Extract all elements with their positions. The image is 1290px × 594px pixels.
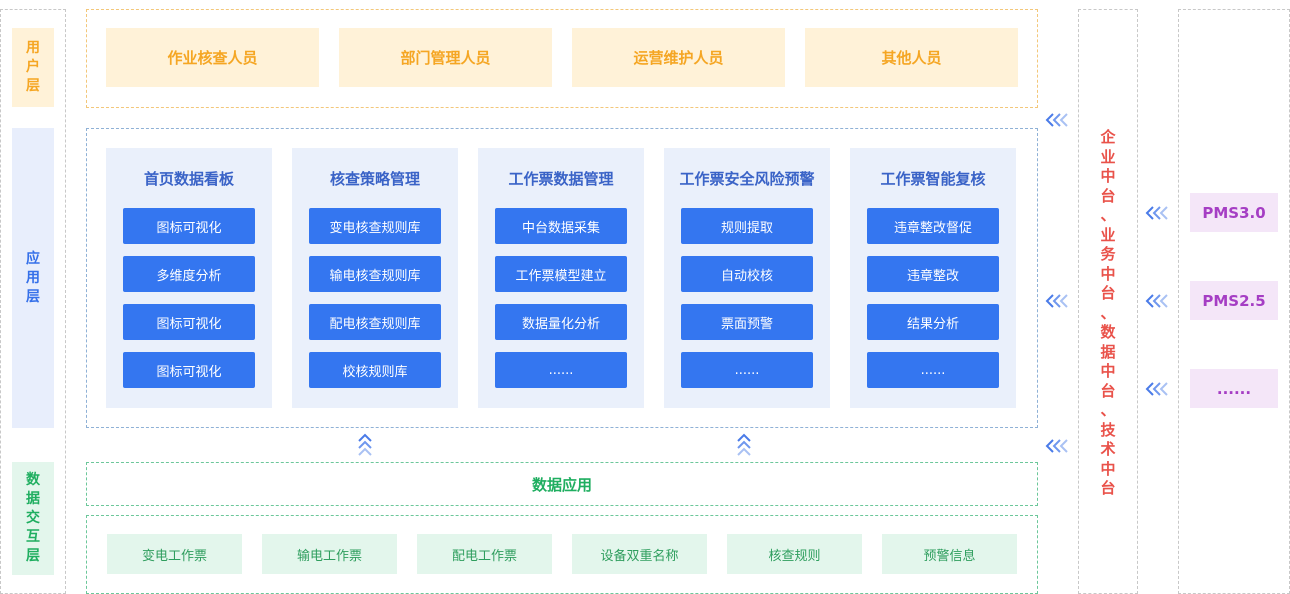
- pms-box: ......: [1190, 369, 1278, 408]
- data-layer-label: 数据交互层: [12, 462, 54, 575]
- app-module-item: 票面预警: [681, 304, 813, 340]
- left-chevron-icon: [1145, 294, 1168, 308]
- data-source-box: 预警信息: [882, 534, 1017, 574]
- app-module-card: 工作票安全风险预警规则提取自动校核票面预警......: [664, 148, 830, 408]
- double-up-arrow-icon: [358, 433, 372, 456]
- user-layer-label: 用户层: [12, 28, 54, 107]
- app-module-item: 数据量化分析: [495, 304, 627, 340]
- user-role-box: 作业核查人员: [106, 28, 319, 87]
- app-module-title: 工作票智能复核: [880, 170, 986, 188]
- data-application-bar: 数据应用: [86, 462, 1038, 506]
- user-role-box: 其他人员: [805, 28, 1018, 87]
- double-up-arrow-icon: [737, 433, 751, 456]
- pms-box: PMS2.5: [1190, 281, 1278, 320]
- app-module-item: 输电核查规则库: [309, 256, 441, 292]
- data-source-box: 配电工作票: [417, 534, 552, 574]
- data-source-box: 设备双重名称: [572, 534, 707, 574]
- app-module-item: ......: [495, 352, 627, 388]
- app-module-card: 首页数据看板图标可视化多维度分析图标可视化图标可视化: [106, 148, 272, 408]
- left-chevron-icon: [1045, 113, 1068, 127]
- app-module-item: 校核规则库: [309, 352, 441, 388]
- left-chevron-icon: [1045, 439, 1068, 453]
- app-module-item: ......: [681, 352, 813, 388]
- pms-box: PMS3.0: [1190, 193, 1278, 232]
- app-module-item: 中台数据采集: [495, 208, 627, 244]
- app-module-item: 多维度分析: [123, 256, 255, 292]
- app-module-item: 工作票模型建立: [495, 256, 627, 292]
- app-module-card: 核查策略管理变电核查规则库输电核查规则库配电核查规则库校核规则库: [292, 148, 458, 408]
- app-module-item: 配电核查规则库: [309, 304, 441, 340]
- data-source-box: 核查规则: [727, 534, 862, 574]
- app-module-title: 核查策略管理: [329, 170, 420, 188]
- data-source-box: 变电工作票: [107, 534, 242, 574]
- app-module-item: 变电核查规则库: [309, 208, 441, 244]
- app-module-title: 首页数据看板: [143, 170, 234, 188]
- app-module-item: 图标可视化: [123, 352, 255, 388]
- app-module-title: 工作票安全风险预警: [679, 170, 815, 188]
- app-module-item: 结果分析: [867, 304, 999, 340]
- app-module-item: 规则提取: [681, 208, 813, 244]
- app-module-card: 工作票数据管理中台数据采集工作票模型建立数据量化分析......: [478, 148, 644, 408]
- app-module-item: 图标可视化: [123, 208, 255, 244]
- user-role-box: 部门管理人员: [339, 28, 552, 87]
- middle-platform-label: 企业中台、业务中台、数据中台、技术中台: [1100, 128, 1116, 497]
- data-source-box: 输电工作票: [262, 534, 397, 574]
- app-module-card: 工作票智能复核违章整改督促违章整改结果分析......: [850, 148, 1016, 408]
- app-layer-label: 应用层: [12, 128, 54, 428]
- app-module-item: 自动校核: [681, 256, 813, 292]
- left-chevron-icon: [1045, 294, 1068, 308]
- app-module-title: 工作票数据管理: [508, 170, 614, 188]
- left-chevron-icon: [1145, 382, 1168, 396]
- user-role-box: 运营维护人员: [572, 28, 785, 87]
- left-chevron-icon: [1145, 206, 1168, 220]
- app-module-item: 违章整改督促: [867, 208, 999, 244]
- app-module-item: 违章整改: [867, 256, 999, 292]
- app-module-item: ......: [867, 352, 999, 388]
- app-layer-frame: [86, 128, 1038, 428]
- app-module-item: 图标可视化: [123, 304, 255, 340]
- user-layer-frame: [86, 9, 1038, 108]
